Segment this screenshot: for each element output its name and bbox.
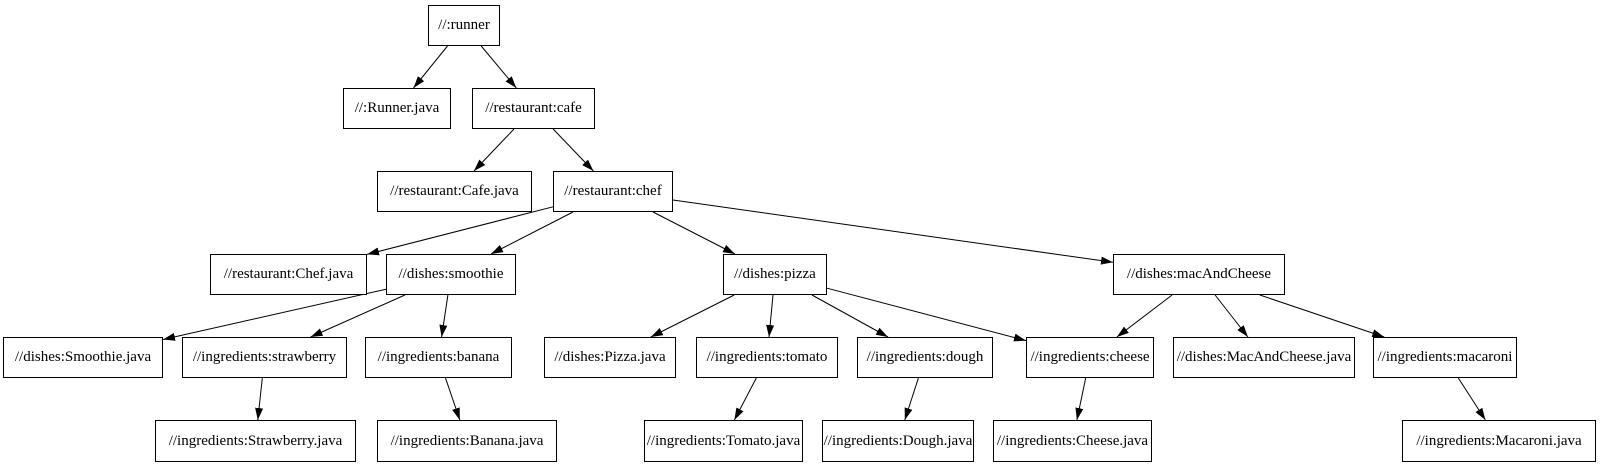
graph-node-label: //ingredients:Banana.java — [390, 432, 544, 449]
graph-edge-chef-to-pizza — [652, 211, 736, 255]
graph-node-banana_java: //ingredients:Banana.java — [377, 420, 557, 462]
graph-edge-pizza-to-tomato — [766, 294, 775, 338]
graph-node-label: //ingredients:Cheese.java — [996, 432, 1149, 449]
graph-node-label: //ingredients:Dough.java — [823, 432, 973, 449]
graph-edge-chef-to-macAndCheese — [672, 199, 1114, 265]
graph-node-label: //dishes:Pizza.java — [554, 349, 666, 365]
graph-node-macAndCheese: //dishes:macAndCheese — [1113, 254, 1285, 295]
graph-node-label: //ingredients:Strawberry.java — [168, 432, 343, 449]
graph-node-label: //ingredients:banana — [377, 349, 500, 365]
graph-edge-cafe-to-cafe_java — [473, 128, 515, 172]
graph-edge-macaroni-to-macaroni_java — [1457, 377, 1486, 421]
graph-node-label: //restaurant:cafe — [485, 100, 582, 116]
graph-node-strawberry: //ingredients:strawberry — [182, 337, 347, 378]
graph-edge-cheese-to-cheese_java — [1075, 377, 1087, 421]
graph-edge-pizza-to-dough — [811, 294, 889, 338]
graph-node-label: //ingredients:cheese — [1030, 349, 1150, 365]
graph-edge-pizza-to-cheese — [826, 287, 1027, 342]
graph-node-label: //dishes:smoothie — [398, 266, 504, 282]
graph-node-macaroni_java: //ingredients:Macaroni.java — [1402, 420, 1596, 462]
graph-node-tomato: //ingredients:tomato — [696, 337, 838, 378]
graph-edge-cafe-to-chef — [552, 128, 594, 172]
graph-edge-macAndCheese-to-macaroni — [1259, 294, 1385, 338]
graph-edge-dough-to-dough_java — [904, 377, 919, 421]
graph-node-dough_java: //ingredients:Dough.java — [822, 420, 974, 462]
graph-node-label: //ingredients:macaroni — [1377, 349, 1513, 365]
graph-edge-banana-to-banana_java — [445, 377, 461, 421]
graph-node-label: //dishes:MacAndCheese.java — [1176, 349, 1352, 365]
graph-node-runner_java: //:Runner.java — [343, 88, 451, 129]
graph-node-label: //ingredients:strawberry — [192, 349, 337, 365]
graph-node-macaroni: //ingredients:macaroni — [1373, 337, 1517, 378]
graph-edge-pizza-to-pizza_java — [650, 294, 735, 338]
graph-node-label: //restaurant:Chef.java — [223, 266, 354, 282]
graph-edge-smoothie-to-strawberry — [310, 294, 406, 338]
graph-node-banana: //ingredients:banana — [365, 337, 512, 378]
graph-node-label: //:runner — [438, 17, 490, 33]
graph-node-label: //ingredients:Tomato.java — [646, 432, 801, 449]
graph-edge-smoothie-to-banana — [439, 294, 449, 338]
graph-node-smoothie: //dishes:smoothie — [386, 254, 516, 295]
graph-node-chef: //restaurant:chef — [553, 171, 673, 212]
graph-node-tomato_java: //ingredients:Tomato.java — [644, 420, 803, 462]
graph-node-pizza: //dishes:pizza — [723, 254, 827, 295]
graph-edge-macAndCheese-to-cheese — [1116, 294, 1173, 338]
graph-edge-macAndCheese-to-macAndCheese_java — [1214, 294, 1249, 338]
graph-node-pizza_java: //dishes:Pizza.java — [544, 337, 676, 378]
graph-node-label: //ingredients:tomato — [706, 349, 828, 365]
graph-node-label: //:Runner.java — [354, 100, 440, 116]
graph-node-cheese_java: //ingredients:Cheese.java — [993, 420, 1152, 462]
graph-node-label: //ingredients:Macaroni.java — [1416, 432, 1582, 449]
graph-node-macAndCheese_java: //dishes:MacAndCheese.java — [1173, 337, 1355, 378]
graph-node-dough: //ingredients:dough — [857, 337, 993, 378]
graph-node-strawberry_java: //ingredients:Strawberry.java — [155, 420, 356, 462]
graph-edge-runner-to-runner_java — [413, 45, 448, 89]
graph-node-label: //restaurant:Cafe.java — [390, 183, 519, 199]
graph-node-label: //dishes:Smoothie.java — [14, 349, 152, 365]
graph-node-label: //dishes:macAndCheese — [1126, 266, 1272, 282]
graph-node-label: //restaurant:chef — [564, 183, 662, 199]
graph-node-runner: //:runner — [428, 5, 500, 46]
graph-node-cheese: //ingredients:cheese — [1026, 337, 1154, 378]
graph-edge-smoothie-to-smoothie_java — [162, 288, 387, 341]
graph-node-smoothie_java: //dishes:Smoothie.java — [3, 337, 163, 378]
graph-edge-runner-to-cafe — [480, 45, 517, 89]
graph-edge-chef-to-chef_java — [366, 206, 554, 256]
graph-edge-tomato-to-tomato_java — [733, 377, 757, 421]
graph-node-chef_java: //restaurant:Chef.java — [210, 254, 367, 295]
graph-edge-strawberry-to-strawberry_java — [255, 377, 264, 421]
graph-node-cafe: //restaurant:cafe — [472, 88, 595, 129]
graph-node-label: //ingredients:dough — [866, 349, 984, 365]
graph-node-cafe_java: //restaurant:Cafe.java — [377, 171, 532, 212]
graph-node-label: //dishes:pizza — [734, 266, 816, 282]
graph-edge-chef-to-smoothie — [490, 211, 574, 255]
